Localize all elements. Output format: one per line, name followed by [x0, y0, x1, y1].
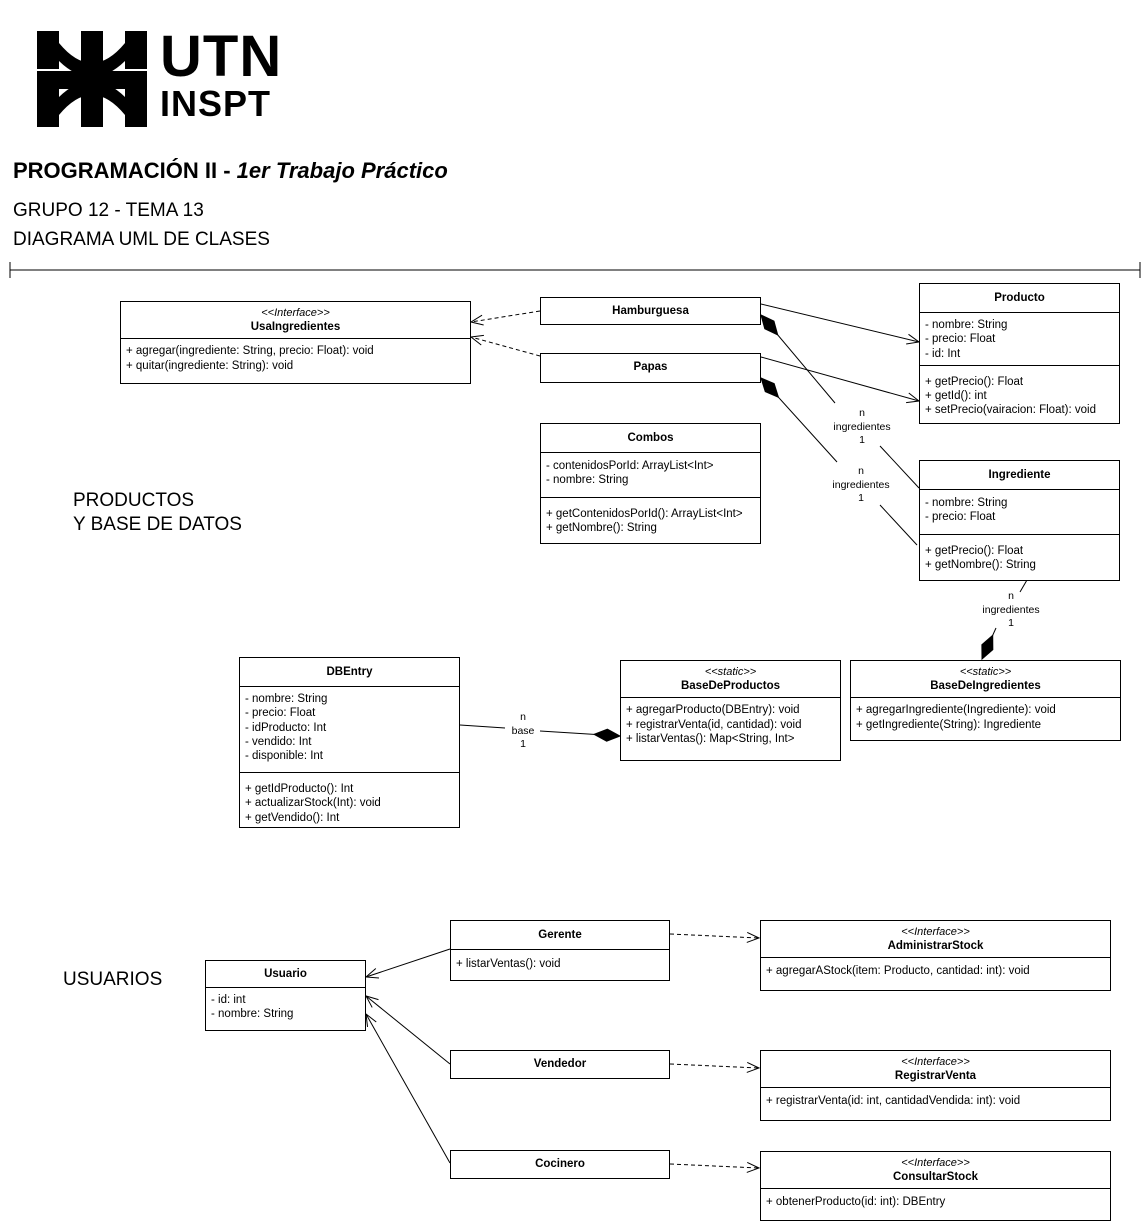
class-hamburguesa[interactable]: Hamburguesa — [540, 297, 761, 325]
realization-gerente — [669, 934, 759, 938]
assoc-papas-producto — [760, 356, 919, 401]
utn-logo: UTN INSPT — [10, 14, 300, 136]
class-basedeingredientes[interactable]: <<static>>BaseDeIngredientes + agregarIn… — [850, 660, 1121, 741]
class-basedeproductos[interactable]: <<static>>BaseDeProductos + agregarProdu… — [620, 660, 841, 761]
diagram-title: DIAGRAMA UML DE CLASES — [13, 229, 270, 250]
class-producto[interactable]: Producto - nombre: String - precio: Floa… — [919, 283, 1120, 424]
group-title: GRUPO 12 - TEMA 13 — [13, 200, 204, 221]
class-usaingredientes[interactable]: <<Interface>>UsaIngredientes + agregar(i… — [120, 301, 471, 384]
assoc-hamburguesa-producto — [760, 303, 919, 342]
logo-utn: UTN — [160, 24, 283, 89]
class-registrarventa[interactable]: <<Interface>>RegistrarVenta + registrarV… — [760, 1050, 1111, 1121]
logo-inspt: INSPT — [160, 83, 272, 124]
class-cocinero[interactable]: Cocinero — [450, 1150, 670, 1179]
realization-cocinero — [669, 1164, 759, 1168]
inherit-vendedor-usuario — [366, 996, 451, 1065]
assignment-title: 1er Trabajo Práctico — [236, 158, 448, 183]
class-administrarstock[interactable]: <<Interface>>AdministrarStock + agregarA… — [760, 920, 1111, 991]
section-usuarios: USUARIOS — [63, 969, 163, 990]
composition-dbentry-base — [459, 724, 506, 729]
class-combos[interactable]: Combos - contenidosPorId: ArrayList<Int>… — [540, 423, 761, 544]
inherit-gerente-usuario — [366, 948, 451, 977]
class-ingrediente[interactable]: Ingrediente - nombre: String - precio: F… — [919, 460, 1120, 581]
section-productos: PRODUCTOS Y BASE DE DATOS — [73, 490, 242, 535]
class-vendedor[interactable]: Vendedor — [450, 1050, 670, 1079]
class-dbentry[interactable]: DBEntry - nombre: String - precio: Float… — [239, 657, 460, 828]
inherit-cocinero-usuario — [366, 1014, 451, 1164]
realization-vendedor — [669, 1064, 759, 1068]
class-papas[interactable]: Papas — [540, 353, 761, 383]
realization-papas — [471, 337, 541, 357]
realization-hamburguesa — [471, 310, 541, 322]
page-title: PROGRAMACIÓN II - 1er Trabajo Práctico — [13, 158, 448, 184]
course-title: PROGRAMACIÓN II - — [13, 158, 237, 183]
composition-papas-ingrediente — [879, 504, 918, 546]
class-gerente[interactable]: Gerente + listarVentas(): void — [450, 920, 670, 981]
utn-logo-icon — [37, 31, 147, 127]
class-consultarstock[interactable]: <<Interface>>ConsultarStock + obtenerPro… — [760, 1151, 1111, 1221]
composition-ingrediente-base — [1019, 579, 1028, 593]
composition-hamburguesa-ingrediente — [879, 445, 920, 489]
class-usuario[interactable]: Usuario - id: int - nombre: String — [205, 960, 366, 1031]
